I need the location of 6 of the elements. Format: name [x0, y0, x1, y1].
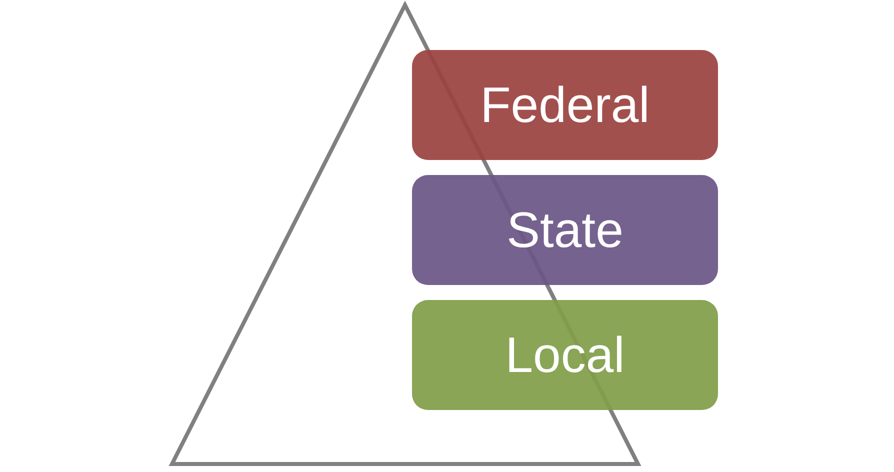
tier-box	[412, 50, 718, 160]
tier-box	[412, 300, 718, 410]
tier-label: State	[506, 205, 624, 255]
tier-box	[412, 175, 718, 285]
tier-label: Federal	[480, 80, 650, 130]
tier-label: Local	[505, 330, 625, 380]
